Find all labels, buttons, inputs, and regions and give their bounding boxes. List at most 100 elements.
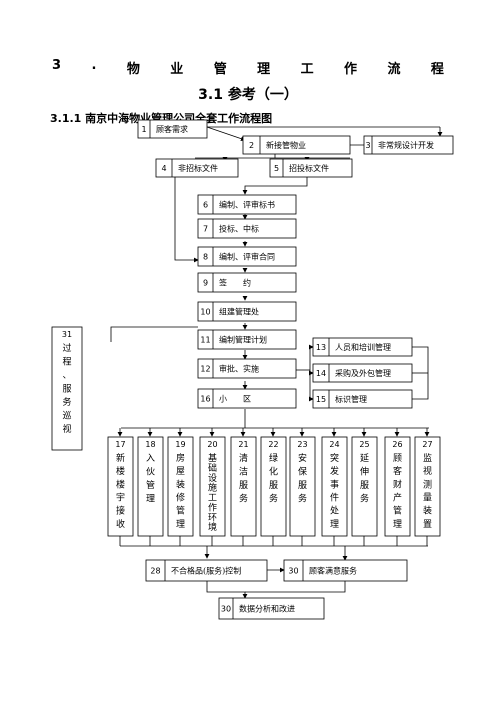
box-data-analysis-label: 数据分析和改进 bbox=[239, 604, 295, 614]
box-nonconforming-control-label: 不合格品(服务)控制 bbox=[171, 566, 241, 576]
service-20-char: 基 bbox=[208, 452, 217, 464]
service-26-char: 顾 bbox=[393, 453, 402, 464]
side-box-13-label: 人员和培训管理 bbox=[335, 342, 391, 352]
chain-step-9-number: 9 bbox=[203, 279, 208, 288]
chain-step-11: 11 编制管理计划 bbox=[197, 329, 297, 350]
chain-step-8-frame bbox=[197, 246, 297, 267]
service-19-char: 装 bbox=[176, 478, 185, 490]
section-heading: 3.物业管理工作流程 bbox=[52, 58, 444, 77]
service-17-char: 接 bbox=[116, 505, 125, 517]
box-tender-docs-label: 招投标文件 bbox=[289, 163, 329, 173]
box-customer-needs: 1 顾客需求 bbox=[137, 119, 208, 139]
box-customer-needs-number: 1 bbox=[141, 125, 146, 134]
box-nonconforming-control-number: 28 bbox=[150, 567, 160, 576]
service-22-number: 22 bbox=[268, 440, 278, 449]
heading-char: 业 bbox=[170, 62, 184, 77]
heading-char: 流 bbox=[387, 62, 401, 77]
service-20-char: 础 bbox=[208, 462, 217, 474]
side-box-14-frame bbox=[312, 363, 413, 383]
chain-step-12-frame bbox=[197, 358, 297, 379]
side-box-15-number: 15 bbox=[316, 395, 326, 404]
chain-step-6-number: 6 bbox=[203, 201, 208, 210]
service-25-char: 延 bbox=[360, 452, 369, 464]
service-23-number: 23 bbox=[297, 440, 307, 449]
service-23-char: 保 bbox=[298, 466, 307, 478]
heading-char: 理 bbox=[257, 62, 271, 77]
box-process-inspection-char: 程 bbox=[62, 357, 71, 368]
box-process-inspection-char: 、 bbox=[62, 371, 71, 381]
service-19-frame bbox=[167, 436, 194, 537]
box-non-tender-docs-number: 4 bbox=[161, 164, 166, 173]
service-24-frame bbox=[321, 436, 348, 537]
service-27-char: 测 bbox=[423, 479, 432, 490]
connector bbox=[206, 126, 246, 141]
service-25-char: 伸 bbox=[360, 466, 369, 478]
chain-step-11-label: 编制管理计划 bbox=[219, 335, 267, 345]
service-26-char: 客 bbox=[393, 465, 402, 477]
connector bbox=[245, 580, 346, 593]
service-17-char: 收 bbox=[116, 518, 125, 530]
service-21-frame bbox=[230, 436, 257, 537]
subsection-heading: 3.1 参考（一） bbox=[198, 87, 298, 103]
service-23-char: 服 bbox=[298, 480, 307, 491]
service-26-char: 产 bbox=[393, 492, 402, 504]
service-22-char: 化 bbox=[269, 466, 278, 478]
side-box-14-label: 采购及外包管理 bbox=[335, 368, 391, 378]
chain-step-9-label: 签 约 bbox=[219, 278, 251, 288]
service-21-char: 洁 bbox=[239, 466, 248, 478]
service-19-char: 屋 bbox=[176, 466, 185, 477]
service-22-char: 绿 bbox=[269, 452, 278, 464]
service-18-char: 入 bbox=[146, 453, 155, 464]
box-tender-docs-frame bbox=[269, 158, 353, 178]
chain-step-9: 9 签 约 bbox=[197, 272, 297, 293]
chain-step-11-frame bbox=[197, 329, 297, 350]
chain-step-10-frame bbox=[197, 301, 297, 322]
side-box-15-label: 标识管理 bbox=[335, 394, 367, 404]
service-20-char: 境 bbox=[208, 521, 217, 533]
chain-step-12-number: 12 bbox=[200, 365, 210, 374]
box-process-inspection-char: 务 bbox=[62, 396, 71, 408]
chain-step-11-number: 11 bbox=[200, 336, 210, 345]
heading-char: 作 bbox=[344, 62, 358, 77]
box-special-design-frame bbox=[363, 135, 454, 155]
service-17-char: 新 bbox=[116, 452, 125, 464]
box-customer-satisfaction-number: 30 bbox=[288, 567, 298, 576]
connector-lines bbox=[110, 126, 443, 599]
service-17-number: 17 bbox=[115, 440, 125, 449]
box-new-property-frame bbox=[242, 135, 351, 155]
box-data-analysis-frame bbox=[218, 597, 325, 620]
service-27-char: 监 bbox=[423, 452, 432, 464]
box-process-inspection-char: 服 bbox=[62, 384, 71, 395]
box-nonconforming-control: 28 不合格品(服务)控制 bbox=[145, 559, 268, 582]
service-19-char: 房 bbox=[176, 452, 185, 464]
service-24-number: 24 bbox=[329, 440, 339, 449]
service-22-frame bbox=[260, 436, 287, 537]
service-22-char: 务 bbox=[269, 493, 278, 505]
box-customer-needs-label: 顾客需求 bbox=[156, 124, 188, 134]
service-25-number: 25 bbox=[359, 440, 369, 449]
chain-step-6-frame bbox=[197, 194, 297, 215]
service-23-frame bbox=[289, 436, 316, 537]
service-20-char: 环 bbox=[208, 512, 217, 523]
service-27-frame bbox=[414, 436, 441, 537]
service-17-frame bbox=[107, 436, 134, 537]
chain-step-7-number: 7 bbox=[203, 225, 208, 234]
service-24-char: 突 bbox=[330, 452, 339, 464]
box-process-inspection-char: 过 bbox=[62, 342, 71, 354]
service-18-frame bbox=[137, 436, 164, 537]
service-26-number: 26 bbox=[392, 440, 402, 449]
service-23-char: 务 bbox=[298, 493, 307, 505]
heading-char: 3 bbox=[52, 58, 62, 73]
